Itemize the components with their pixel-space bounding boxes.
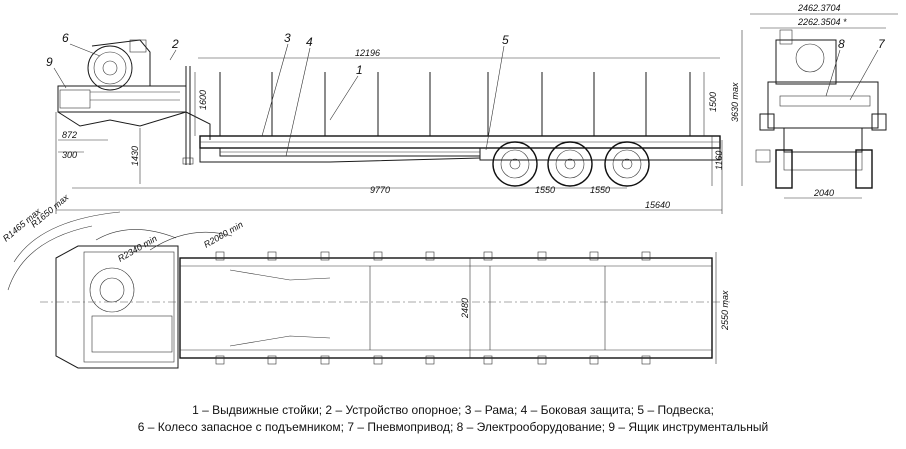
dim-rear-stake-height: 1500 xyxy=(708,92,718,112)
stake-pockets xyxy=(215,251,651,365)
dim-deck-height: 1160 xyxy=(714,151,724,170)
spare-wheel xyxy=(87,39,151,91)
dim-rear-section: 9770 xyxy=(370,185,390,195)
callout-9: 9 xyxy=(46,55,53,69)
callout-4: 4 xyxy=(306,35,313,49)
callout-1: 1 xyxy=(356,63,363,77)
dim-total-height: 3630 max xyxy=(730,82,740,122)
legend-line-2: 6 – Колесо запасное с подъемником; 7 – П… xyxy=(137,420,769,434)
gooseneck-top xyxy=(55,245,179,369)
dim-axle-spacing-2: 1550 xyxy=(590,185,610,195)
dim-track-width: 2040 xyxy=(813,188,834,198)
callout-5: 5 xyxy=(502,33,509,47)
dim-axle-spacing-1: 1550 xyxy=(535,185,555,195)
dim-max-width: 2550 max xyxy=(720,290,730,331)
dim-frame-width: 2480 xyxy=(460,298,470,319)
dim-radius-4: R2060 min xyxy=(202,219,245,249)
dim-inner-width: 2262.3504 * xyxy=(797,17,847,27)
deck-top xyxy=(179,257,713,359)
stakes xyxy=(219,72,691,136)
callout-7: 7 xyxy=(878,37,886,51)
callout-8: 8 xyxy=(838,37,845,51)
dim-overall-width: 2462.3704 xyxy=(797,3,841,13)
dim-overall-length: 15640 xyxy=(645,200,670,210)
dim-platform-length: 12196 xyxy=(355,48,380,58)
dim-coupling-height: 1430 xyxy=(130,146,140,166)
dim-front-offset: 300 xyxy=(62,150,77,160)
callout-3: 3 xyxy=(284,31,291,45)
legend-line-1: 1 – Выдвижные стойки; 2 – Устройство опо… xyxy=(192,403,714,417)
suspension xyxy=(479,147,721,161)
wheels xyxy=(492,141,650,187)
callout-2: 2 xyxy=(171,37,179,51)
dim-kingpin-offset: 872 xyxy=(62,130,77,140)
callout-6: 6 xyxy=(62,31,69,45)
side-view: 12196 9770 1550 1550 15640 872 300 1430 … xyxy=(46,30,743,214)
dim-stake-height: 1600 xyxy=(198,90,208,110)
top-view: R1650 max R1465 max R2340 min R2060 min … xyxy=(1,192,730,369)
rear-view: 2462.3704 2262.3504 * 2040 8 7 xyxy=(750,3,898,199)
